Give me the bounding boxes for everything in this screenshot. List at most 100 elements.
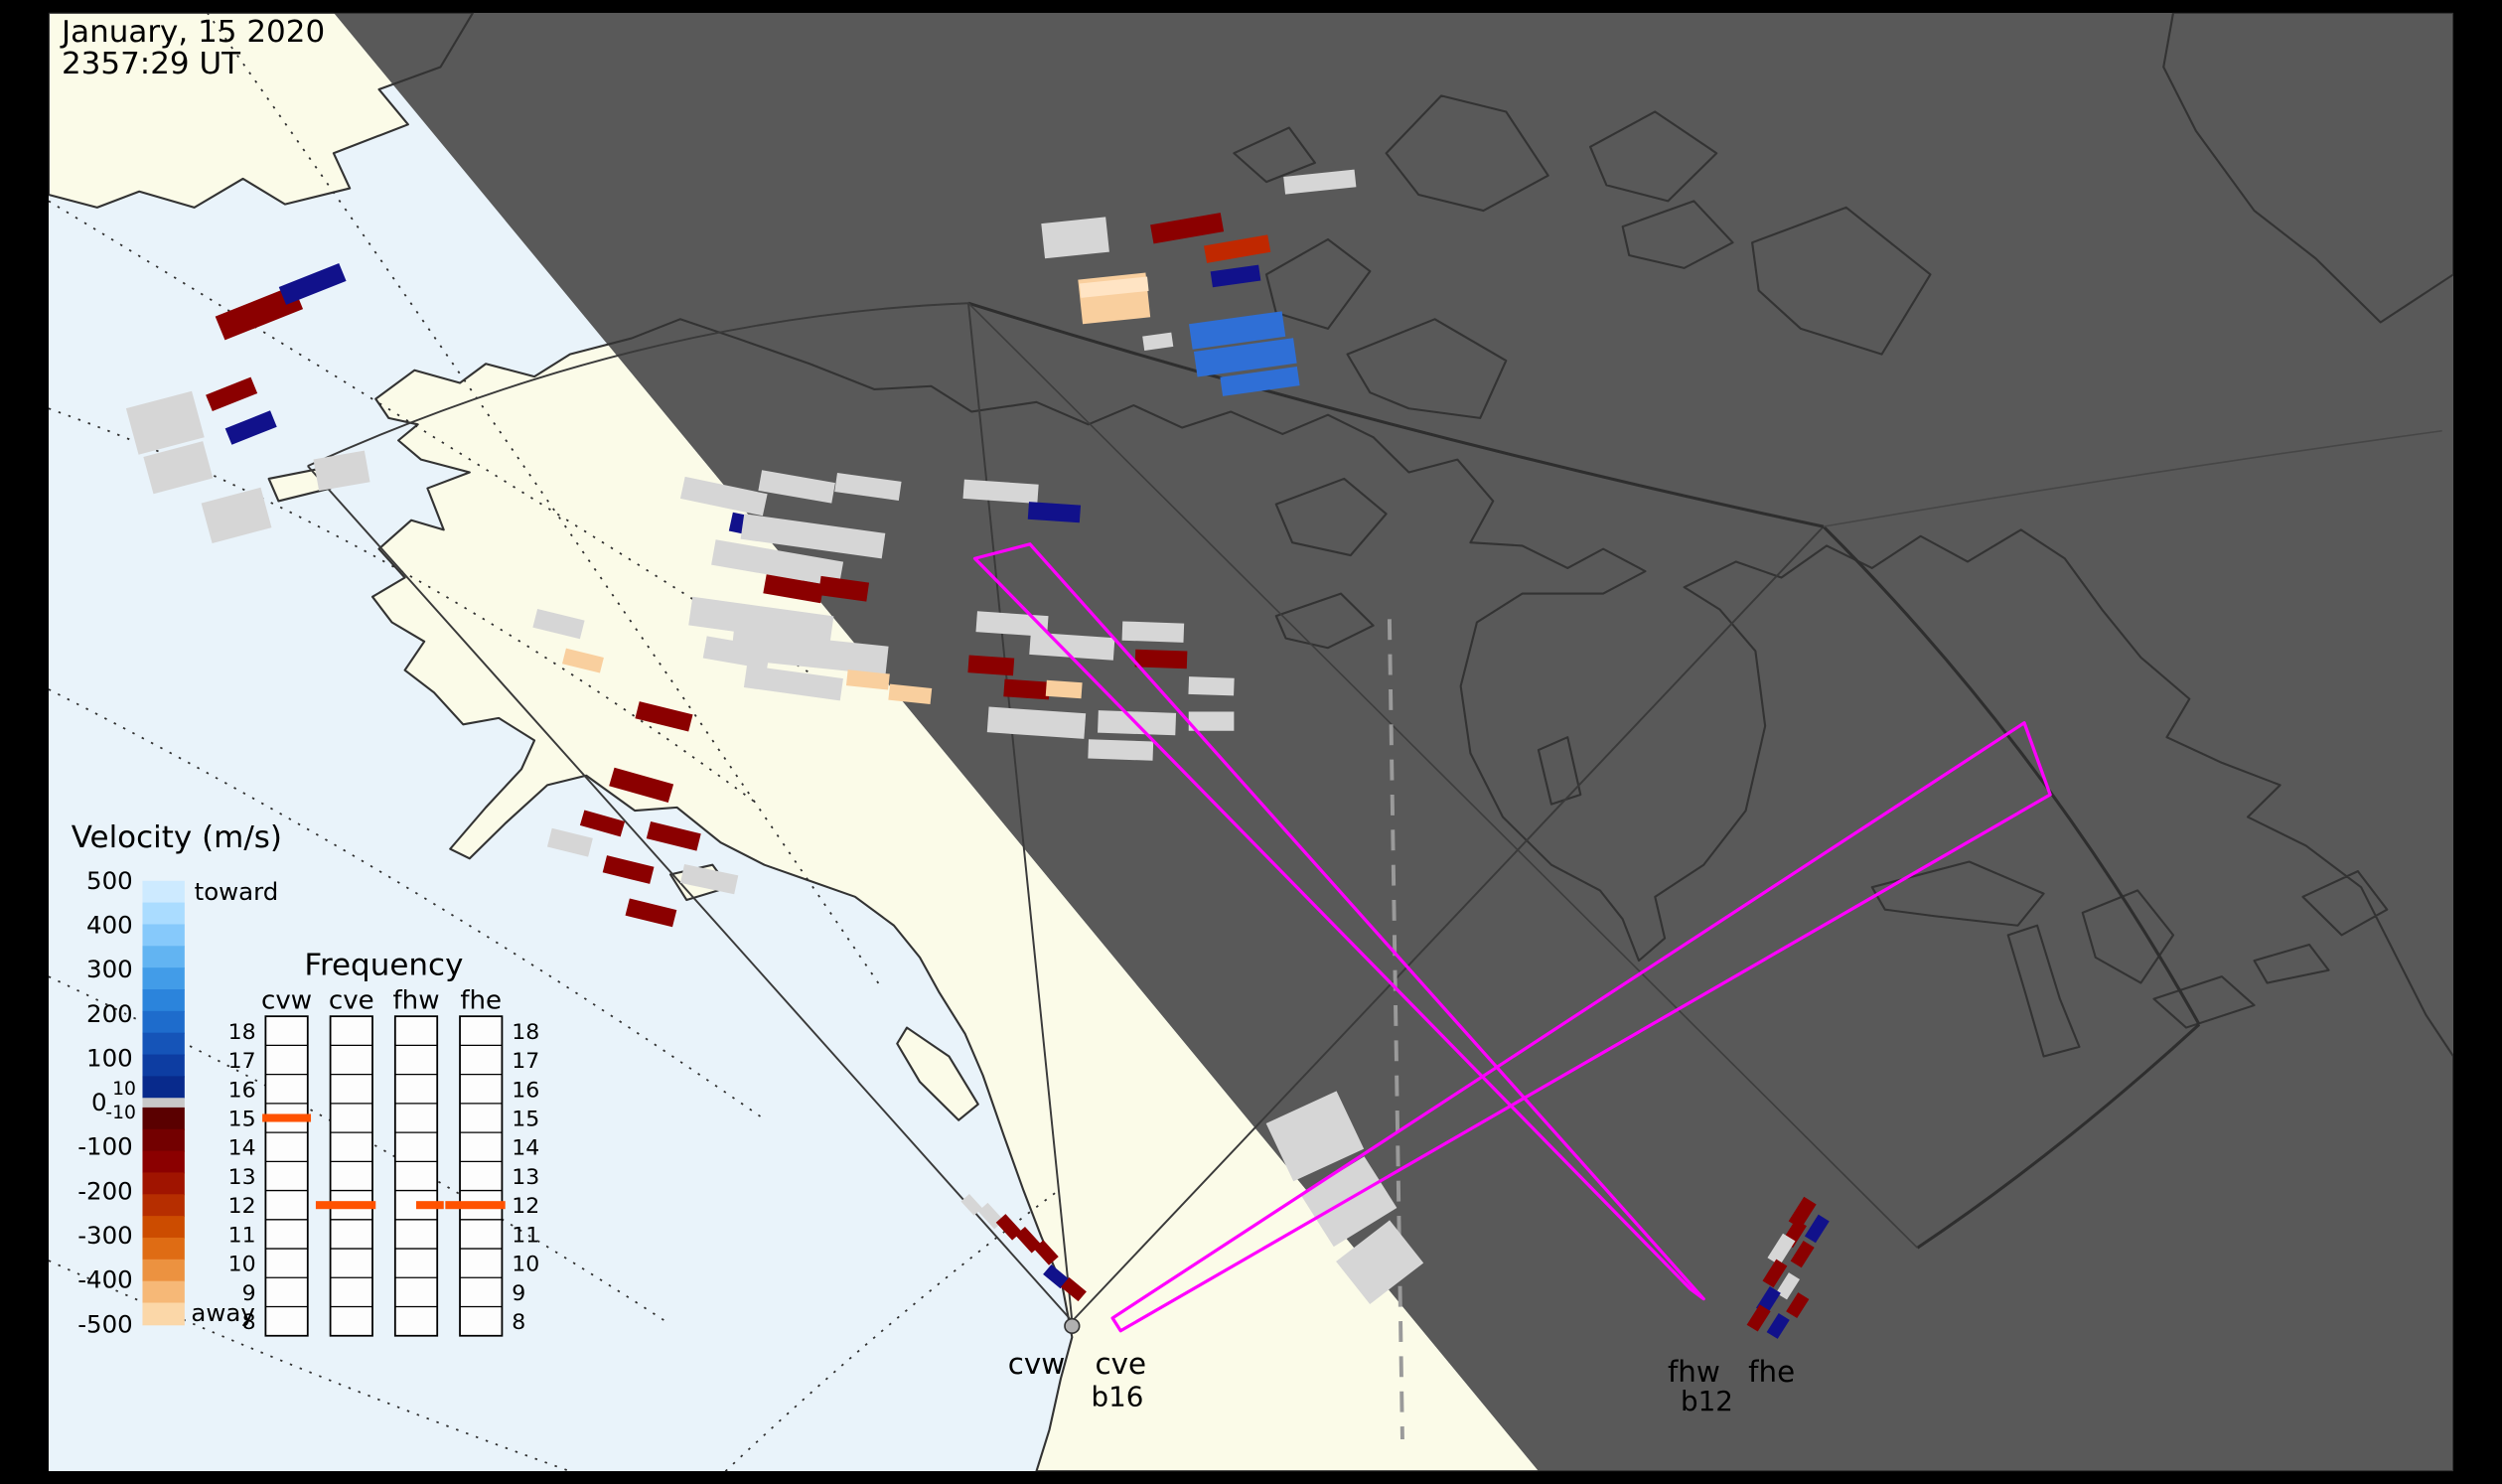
backscatter-patch: [609, 767, 674, 804]
dashed-meridian-line: [1387, 619, 1404, 1440]
frequency-scale-label: 13: [228, 1165, 256, 1190]
colorbar-segment: [142, 946, 185, 969]
frequency-column-header: cvw: [261, 985, 312, 1015]
backscatter-patch: [1079, 276, 1149, 298]
backscatter-patch: [1041, 217, 1109, 259]
radar-fov-lines: [307, 301, 2442, 1322]
colorbar-tick-label: -300: [77, 1221, 132, 1250]
colorbar-segment: [142, 1280, 185, 1304]
frequency-scale-label: 11: [228, 1224, 256, 1249]
colorbar-segment: [142, 1107, 185, 1130]
backscatter-patch: [1061, 1276, 1087, 1302]
colorbar-tick-label: 400: [86, 911, 133, 940]
beam-outlines: [972, 542, 2052, 1333]
backscatter-patch: [845, 669, 890, 690]
backscatter-patch: [758, 470, 835, 504]
backscatter-patch: [679, 864, 739, 895]
backscatter-patch: [1203, 234, 1271, 263]
backscatter-patch: [1766, 1313, 1790, 1339]
frequency-marker: [416, 1201, 444, 1210]
lakes-outlines: [1274, 477, 2330, 1058]
colorbar-segment: [142, 924, 185, 948]
colorbar-segment: [142, 1172, 185, 1196]
frequency-scale-label: 15: [512, 1108, 539, 1132]
backscatter-patch: [1193, 338, 1297, 377]
station-label-cvw: cvw: [1008, 1347, 1065, 1381]
beam-b16-outline: [1110, 721, 2052, 1333]
radar-site-dot: [1064, 1317, 1081, 1334]
colorbar-away-label: away: [191, 1298, 254, 1327]
colorbar-segment: [142, 1032, 185, 1056]
backscatter-patch: [688, 596, 834, 646]
backscatter-patch: [960, 1193, 983, 1216]
time-text: 2357:29 UT: [62, 46, 240, 81]
frequency-marker: [262, 1113, 312, 1122]
backscatter-patch: [215, 285, 304, 341]
backscatter-patch: [546, 827, 593, 857]
colorbar-toward-label: toward: [195, 877, 279, 906]
backscatter-patch: [1790, 1241, 1815, 1268]
backscatter-patch: [1134, 649, 1188, 669]
backscatter-patch: [579, 810, 626, 837]
colorbar-segment: [142, 902, 185, 926]
frequency-scale-label: 11: [512, 1224, 539, 1249]
backscatter-patch: [602, 855, 655, 884]
colorbar-tick-label: -100: [77, 1132, 132, 1161]
backscatter-patch: [967, 655, 1015, 676]
backscatter-patch: [313, 450, 370, 492]
backscatter-patch: [1043, 1264, 1069, 1289]
backscatter-patch: [730, 630, 889, 675]
colorbar-gradient: [142, 880, 185, 1326]
frequency-column: [459, 1015, 504, 1337]
backscatter-patch: [1088, 739, 1154, 761]
ground-scatter-lower-label: -10: [105, 1103, 136, 1123]
backscatter-patch: [702, 636, 771, 669]
colorbar-tick-label: 100: [86, 1044, 133, 1073]
frequency-scale-label: 15: [228, 1108, 256, 1132]
backscatter-patch: [625, 898, 677, 928]
backscatter-patch: [278, 262, 347, 305]
frequency-scale-label: 10: [228, 1253, 256, 1277]
backscatter-patch: [143, 441, 214, 495]
beam-label-b12: b12: [1681, 1386, 1733, 1417]
colorbar-tick-label: 300: [86, 955, 133, 983]
colorbar-segment: [142, 1216, 185, 1239]
frequency-marker: [445, 1201, 506, 1210]
colorbar-segment: [142, 1010, 185, 1034]
frequency-scale-label: 9: [512, 1281, 525, 1306]
backscatter-patch: [995, 1214, 1022, 1241]
backscatter-patch: [1121, 621, 1185, 643]
frequency-scale-label: 18: [512, 1020, 539, 1045]
backscatter-patch: [817, 575, 870, 602]
station-labels: cvw cve b16 fhw fhe b12: [1008, 1347, 1795, 1417]
backscatter-patch: [1188, 676, 1235, 696]
frequency-scale-label: 12: [228, 1194, 256, 1219]
colorbar-tick-label: -400: [77, 1265, 132, 1294]
velocity-colorbar: Velocity (m/s) 5004003002001000-100-200-…: [72, 819, 282, 1338]
backscatter-patch: [1746, 1304, 1771, 1332]
backscatter-patch: [763, 574, 824, 604]
backscatter-patch: [975, 611, 1049, 638]
backscatter-patch: [740, 514, 886, 559]
backscatter-patch: [1767, 1233, 1796, 1265]
backscatter-patch: [1775, 1272, 1800, 1300]
date-text: January, 15 2020: [60, 14, 325, 50]
frequency-column: [393, 1015, 439, 1337]
backscatter-patch: [1786, 1292, 1810, 1319]
backscatter-patch: [1150, 213, 1225, 244]
backscatter-patch: [201, 487, 272, 543]
colorbar-tick-label: 500: [86, 866, 133, 895]
frequency-scale-label: 16: [228, 1078, 256, 1103]
frequency-column: [329, 1015, 373, 1337]
beam-label-b16: b16: [1092, 1381, 1144, 1412]
frequency-column: [264, 1015, 309, 1337]
backscatter-patch: [1188, 711, 1235, 731]
backscatter-patch: [646, 820, 701, 851]
backscatter-patch: [1220, 367, 1300, 396]
beam-b12-outline: [972, 542, 1705, 1301]
colorbar-tick-label: -500: [77, 1310, 132, 1339]
frequency-scale-label: 8: [512, 1310, 525, 1335]
backscatter-patch: [1189, 311, 1286, 350]
backscatter-patch: [1265, 1091, 1365, 1182]
